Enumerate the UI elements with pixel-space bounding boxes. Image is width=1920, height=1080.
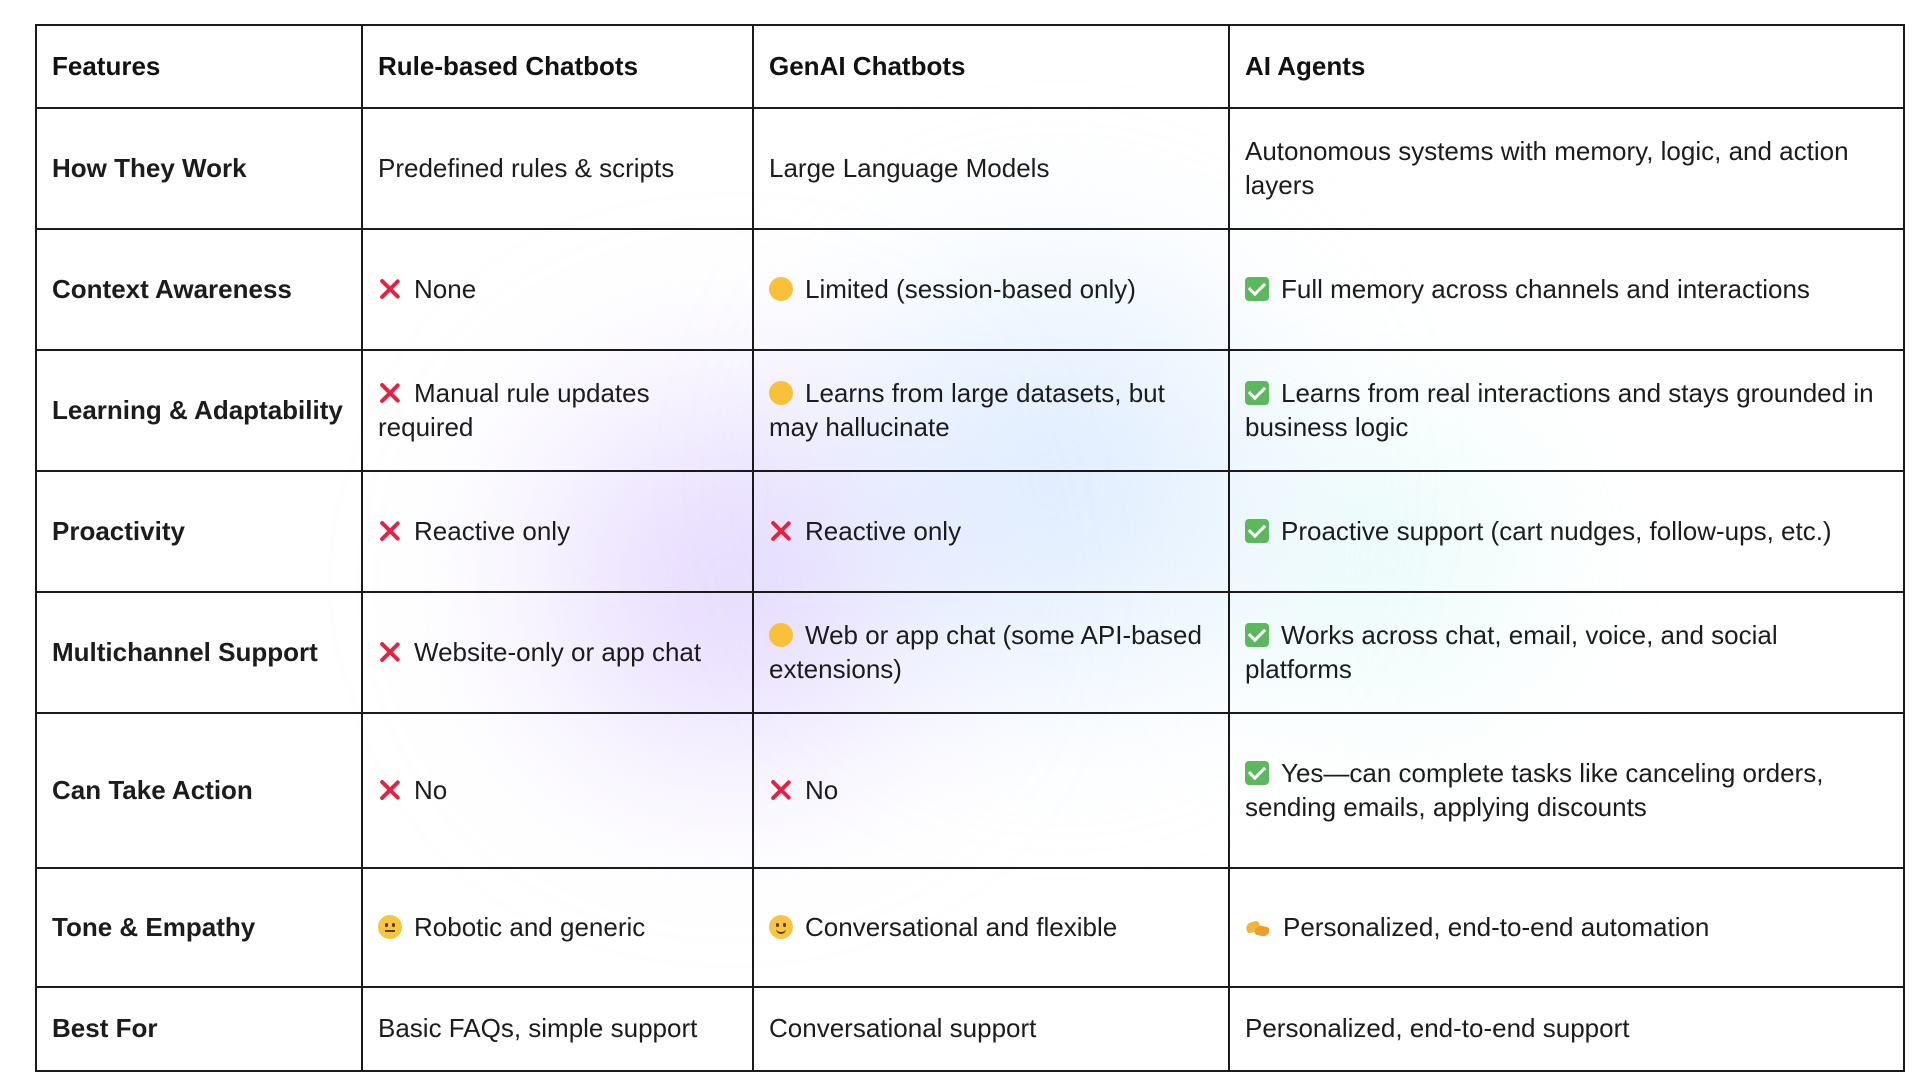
- feature-label: Proactivity: [35, 470, 363, 593]
- rule-based-cell: Robotic and generic: [361, 867, 754, 988]
- genai-cell: Large Language Models: [752, 107, 1230, 230]
- header-row: Features Rule-based Chatbots GenAI Chatb…: [35, 24, 1905, 109]
- cross-icon: [378, 381, 402, 405]
- column-header-genai-chatbots: GenAI Chatbots: [752, 24, 1230, 109]
- rule-based-cell: Website-only or app chat: [361, 591, 754, 714]
- yellow-circle-icon: [769, 622, 793, 647]
- ai-agents-cell: Works across chat, email, voice, and soc…: [1228, 591, 1905, 714]
- cell-text: Learns from large datasets, but may hall…: [769, 377, 1165, 442]
- table-row: How They Work Predefined rules & scripts…: [35, 107, 1905, 230]
- yellow-circle-icon: [769, 276, 793, 301]
- ai-agents-cell: Learns from real interactions and stays …: [1228, 349, 1905, 472]
- cell-text: Works across chat, email, voice, and soc…: [1245, 619, 1778, 684]
- yellow-circle-icon: [769, 380, 793, 405]
- cross-icon: [378, 778, 402, 802]
- cell-text: Web or app chat (some API-based extensio…: [769, 619, 1202, 684]
- ai-agents-cell: Personalized, end-to-end automation: [1228, 867, 1905, 988]
- genai-cell: Conversational support: [752, 986, 1230, 1072]
- cross-icon: [378, 519, 402, 543]
- feature-label: How They Work: [35, 107, 363, 230]
- check-mark-icon: [1245, 622, 1269, 647]
- column-header-features: Features: [35, 24, 363, 109]
- cell-text: Limited (session-based only): [805, 273, 1136, 304]
- table-row: Multichannel Support Website-only or app…: [35, 591, 1905, 714]
- handshake-icon: [1244, 915, 1271, 939]
- cell-text: Learns from real interactions and stays …: [1245, 377, 1874, 442]
- rule-based-cell: No: [361, 712, 754, 869]
- column-header-ai-agents: AI Agents: [1228, 24, 1905, 109]
- cell-text: Conversational support: [769, 1013, 1037, 1044]
- genai-cell: No: [752, 712, 1230, 869]
- rule-based-cell: Reactive only: [361, 470, 754, 593]
- rule-based-cell: None: [361, 228, 754, 351]
- ai-agents-cell: Full memory across channels and interact…: [1228, 228, 1905, 351]
- cell-text: Yes—can complete tasks like canceling or…: [1245, 757, 1824, 822]
- feature-label: Multichannel Support: [35, 591, 363, 714]
- ai-agents-cell: Autonomous systems with memory, logic, a…: [1228, 107, 1905, 230]
- genai-cell: Limited (session-based only): [752, 228, 1230, 351]
- cell-text: Reactive only: [414, 515, 571, 546]
- smiling-face-icon: [769, 914, 793, 939]
- genai-cell: Conversational and flexible: [752, 867, 1230, 988]
- check-mark-icon: [1245, 518, 1269, 543]
- check-mark-icon: [1245, 380, 1269, 405]
- check-mark-icon: [1245, 276, 1269, 301]
- cell-text: Manual rule updates required: [378, 377, 650, 442]
- check-mark-icon: [1245, 760, 1269, 785]
- rule-based-cell: Basic FAQs, simple support: [361, 986, 754, 1072]
- table-row: Best For Basic FAQs, simple support Conv…: [35, 986, 1905, 1072]
- rule-based-cell: Predefined rules & scripts: [361, 107, 754, 230]
- cross-icon: [378, 277, 402, 301]
- cell-text: Basic FAQs, simple support: [378, 1013, 698, 1044]
- feature-label: Best For: [35, 986, 363, 1072]
- cell-text: Robotic and generic: [414, 911, 646, 942]
- cell-text: Personalized, end-to-end support: [1245, 1013, 1630, 1044]
- cell-text: Predefined rules & scripts: [378, 152, 675, 183]
- cell-text: Conversational and flexible: [805, 911, 1118, 942]
- feature-label: Tone & Empathy: [35, 867, 363, 988]
- comparison-table-container: Features Rule-based Chatbots GenAI Chatb…: [35, 24, 1905, 1072]
- cell-text: Reactive only: [805, 515, 962, 546]
- genai-cell: Web or app chat (some API-based extensio…: [752, 591, 1230, 714]
- cross-icon: [378, 640, 402, 664]
- cross-icon: [769, 519, 793, 543]
- feature-label: Context Awareness: [35, 228, 363, 351]
- ai-agents-cell: Yes—can complete tasks like canceling or…: [1228, 712, 1905, 869]
- feature-label: Learning & Adaptability: [35, 349, 363, 472]
- column-header-rule-based-chatbots: Rule-based Chatbots: [361, 24, 754, 109]
- cell-text: No: [414, 774, 448, 805]
- genai-cell: Learns from large datasets, but may hall…: [752, 349, 1230, 472]
- comparison-table: Features Rule-based Chatbots GenAI Chatb…: [35, 24, 1905, 1072]
- table-row: Context Awareness None Limited (session-…: [35, 228, 1905, 351]
- cross-icon: [769, 778, 793, 802]
- cell-text: No: [805, 774, 839, 805]
- cell-text: None: [414, 273, 477, 304]
- table-row: Learning & Adaptability Manual rule upda…: [35, 349, 1905, 472]
- ai-agents-cell: Personalized, end-to-end support: [1228, 986, 1905, 1072]
- cell-text: Website-only or app chat: [414, 636, 702, 667]
- rule-based-cell: Manual rule updates required: [361, 349, 754, 472]
- cell-text: Large Language Models: [769, 152, 1050, 183]
- cell-text: Proactive support (cart nudges, follow-u…: [1281, 515, 1832, 546]
- table-row: Proactivity Reactive only Reactive only …: [35, 470, 1905, 593]
- genai-cell: Reactive only: [752, 470, 1230, 593]
- cell-text: Personalized, end-to-end automation: [1283, 911, 1710, 942]
- feature-label: Can Take Action: [35, 712, 363, 869]
- cell-text: Autonomous systems with memory, logic, a…: [1245, 135, 1849, 200]
- table-row: Tone & Empathy Robotic and generic Conve…: [35, 867, 1905, 988]
- table-row: Can Take Action No No Yes—can complete t…: [35, 712, 1905, 869]
- neutral-face-icon: [378, 914, 402, 939]
- cell-text: Full memory across channels and interact…: [1281, 273, 1810, 304]
- ai-agents-cell: Proactive support (cart nudges, follow-u…: [1228, 470, 1905, 593]
